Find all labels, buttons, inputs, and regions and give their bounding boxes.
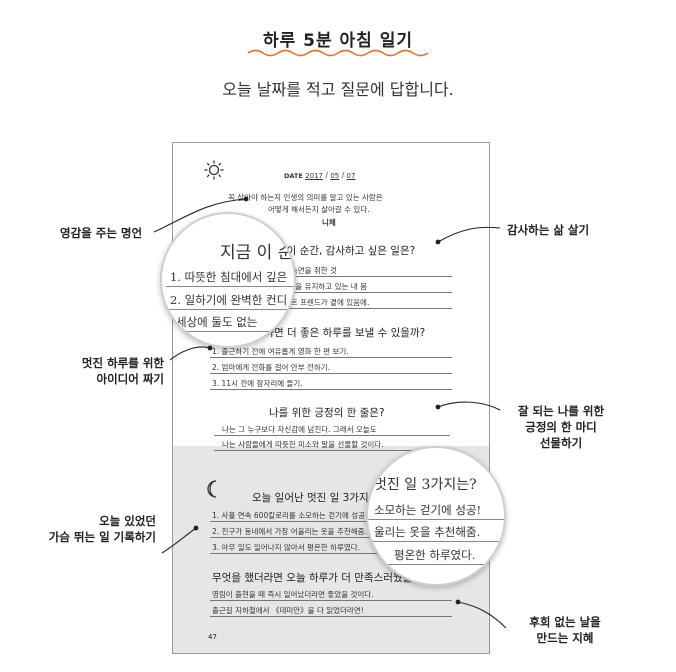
question-better-day: 어떻게 하면 더 좋은 하루를 보낼 수 있을까? bbox=[232, 327, 426, 339]
answer-better-day-1: 1. 출근하기 전에 여유롭게 영화 한 편 보기. bbox=[212, 347, 349, 356]
magnifier-heading-2: 멋진 일 3가지는? bbox=[374, 477, 477, 493]
callout-ideas-line-1: 멋진 하루를 위한 bbox=[81, 356, 164, 370]
magnifier-line-2: 2. 일하기에 완벽한 컨디 bbox=[170, 293, 288, 307]
magnifier-2-line-3: 평온한 하루였다. bbox=[394, 548, 476, 562]
question-affirmation: 나를 위한 긍정의 한 줄은? bbox=[269, 407, 385, 419]
callout-wisdom-line-1: 후회 없는 날을 bbox=[529, 615, 601, 629]
satisfaction-line-1: 영림이 출현을 때 즉시 일어났더라면 좋았을 것이다. bbox=[212, 590, 374, 599]
callout-gratitude: 감사하는 삶 살기 bbox=[507, 223, 590, 237]
answer-great-things-1: 1. 사흘 연속 600칼로리를 소모하는 걷기에 성공! bbox=[212, 511, 369, 520]
answer-better-day-2: 2. 엄마에게 전화를 걸어 안부 전하기. bbox=[212, 363, 331, 372]
callout-ideas: 멋진 하루를 위한 아이디어 짜기 bbox=[58, 355, 164, 387]
callout-affirmation-line-3: 선물하기 bbox=[539, 436, 583, 450]
date-year: 2017 bbox=[305, 172, 324, 180]
date-month: 05 bbox=[330, 172, 340, 180]
callout-affirmation-line-2: 긍정의 한 마디 bbox=[525, 420, 597, 434]
magnifier-2-line-1: 소모하는 걷기에 성공! bbox=[374, 503, 482, 517]
magnifier-heading: 지금 이 순 bbox=[220, 243, 294, 263]
date-label: DATE bbox=[284, 172, 303, 180]
magnifier-2-line-2: 울리는 옷을 추천해줌. bbox=[374, 525, 481, 539]
callout-wisdom: 후회 없는 날을 만드는 지혜 bbox=[510, 614, 620, 646]
question-great-things: 오늘 일어난 멋진 일 3가지는? bbox=[252, 492, 384, 504]
moon-icon bbox=[207, 480, 217, 498]
callout-affirmation: 잘 되는 나를 위한 긍정의 한 마디 선물하기 bbox=[506, 403, 616, 451]
page-title: 하루 5분 아침 일기 bbox=[262, 31, 414, 51]
quote-line-1: 꼭 살아야 하는지 인생의 의미를 알고 있는 사람은 bbox=[228, 193, 383, 202]
question-satisfaction: 무엇을 했더라면 오늘 하루가 더 만족스러웠을까? bbox=[212, 572, 428, 584]
date-day: 07 bbox=[346, 172, 356, 180]
answer-better-day-3: 3. 11시 전에 잠자리에 들기. bbox=[212, 379, 303, 388]
callout-wisdom-line-2: 만드는 지혜 bbox=[536, 631, 594, 645]
satisfaction-line-2: 출근길 지하철에서 《데미안》을 다 읽었더라면! bbox=[212, 606, 364, 615]
callout-record: 오늘 있었던 가슴 뛰는 일 기록하기 bbox=[16, 513, 156, 545]
callout-affirmation-line-1: 잘 되는 나를 위한 bbox=[517, 404, 605, 418]
question-gratitude: 지금 이 순간, 감사하고 싶은 일은? bbox=[264, 245, 416, 257]
callout-record-line-1: 오늘 있었던 bbox=[99, 514, 156, 528]
magnifier-line-3: 세상에 둘도 없는 bbox=[176, 315, 258, 329]
callout-quote: 영감을 주는 명언 bbox=[60, 226, 143, 240]
page-subtitle: 오늘 날짜를 적고 질문에 답합니다. bbox=[222, 80, 454, 99]
quote-author: 니체 bbox=[322, 218, 336, 227]
magnifier-great-things: 멋진 일 3가지는? 소모하는 걷기에 성공! 울리는 옷을 추천해줌. 평온한… bbox=[366, 446, 506, 586]
wave-divider bbox=[247, 49, 429, 57]
callout-ideas-line-2: 아이디어 짜기 bbox=[96, 372, 164, 386]
magnifier-gratitude: 지금 이 순 1. 따뜻한 침대에서 깊은 2. 일하기에 완벽한 컨디 세상에… bbox=[160, 212, 296, 348]
magnifier-line-1: 1. 따뜻한 침대에서 깊은 bbox=[170, 270, 288, 284]
affirmation-line-2: 나는 사람들에게 따뜻한 미소와 말을 선물할 것이다. bbox=[222, 440, 384, 449]
date-row: DATE 2017 / 05 / 07 bbox=[284, 171, 356, 180]
answer-great-things-3: 3. 아무 일도 일어나지 않아서 평온한 하루였다. bbox=[212, 543, 361, 552]
callout-record-line-2: 가슴 뛰는 일 기록하기 bbox=[48, 530, 156, 544]
quote-line-2: 어떻게 해서든지 살아갈 수 있다. bbox=[268, 205, 370, 214]
affirmation-line-1: 나는 그 누구보다 자신감에 넘친다. 그래서 오늘도 bbox=[222, 425, 377, 434]
page-number: 47 bbox=[208, 633, 217, 641]
sun-icon bbox=[204, 160, 224, 180]
answer-great-things-2: 2. 친구가 동네에서 가장 어울리는 옷을 추천해줌. bbox=[212, 527, 367, 536]
